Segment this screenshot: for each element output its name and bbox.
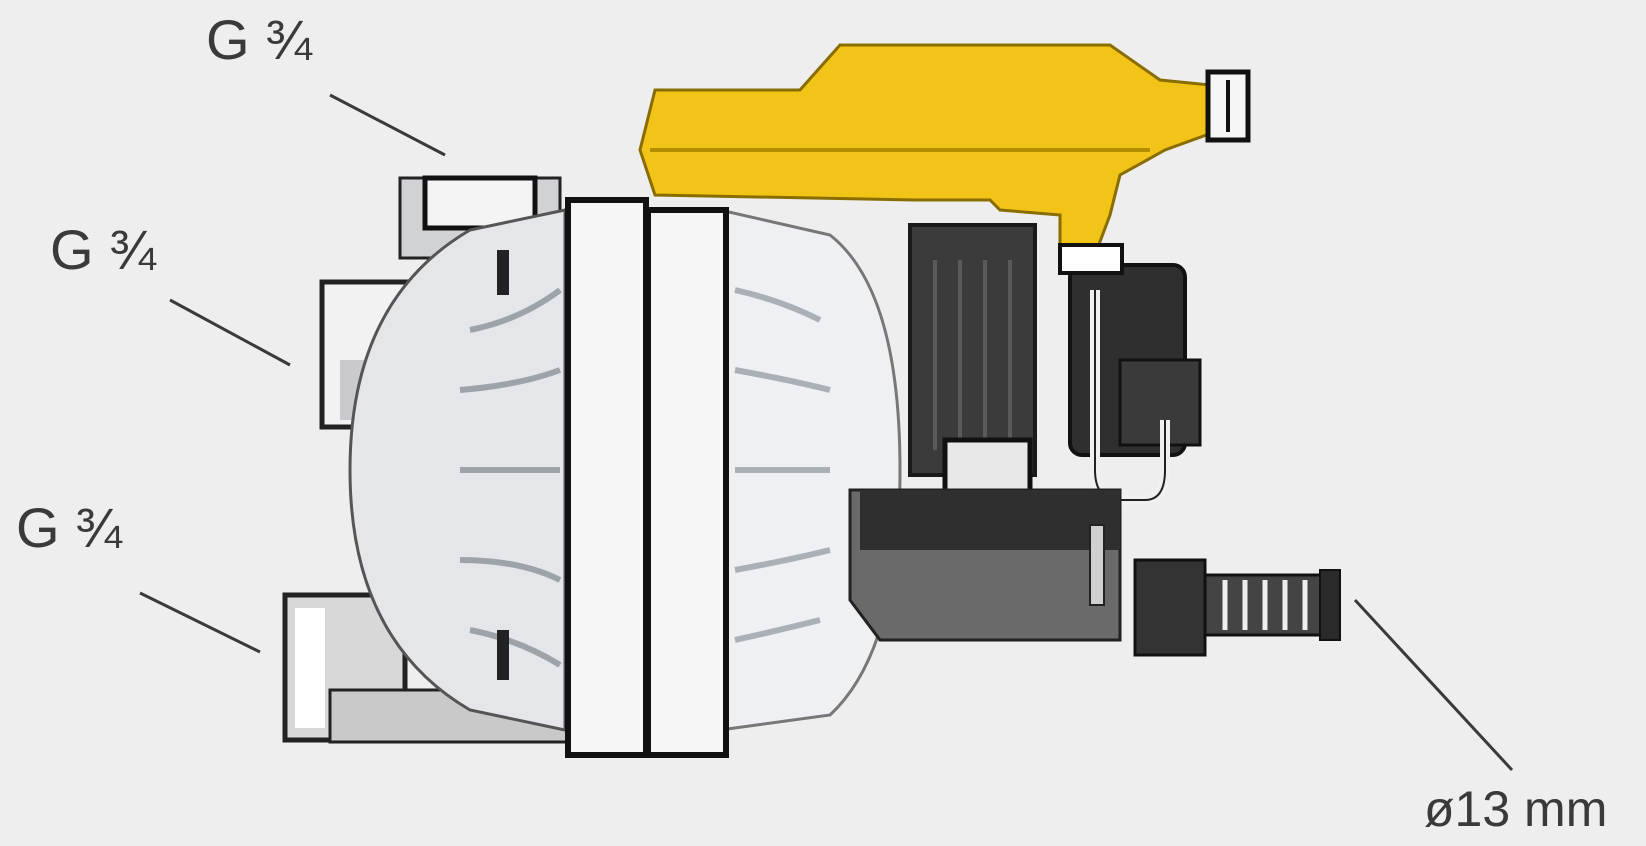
leader-line-top — [329, 93, 446, 157]
leader-line-bottom — [139, 591, 261, 654]
left-bowl-ribs — [459, 287, 562, 668]
lower-housing — [848, 488, 1207, 657]
yellow-housing — [638, 43, 1251, 275]
label-outlet-diameter: ø13 mm — [1424, 781, 1608, 837]
leader-line-middle — [169, 298, 291, 367]
label-middle-port: G ¾ — [50, 218, 156, 281]
label-top-port: G ¾ — [206, 8, 312, 71]
hose-nozzle — [1203, 569, 1341, 641]
bowl-clip-upper — [497, 250, 509, 295]
leader-line-outlet — [1353, 598, 1514, 772]
leader-lines — [139, 93, 1514, 772]
valve-block — [908, 223, 1202, 505]
right-bowl-ribs — [734, 287, 831, 643]
flange-plate-left — [565, 197, 649, 758]
left-bowl — [348, 208, 567, 732]
bowl-clip-lower — [497, 630, 509, 680]
flange-plate-right — [645, 207, 729, 758]
label-bottom-port: G ¾ — [16, 496, 122, 559]
